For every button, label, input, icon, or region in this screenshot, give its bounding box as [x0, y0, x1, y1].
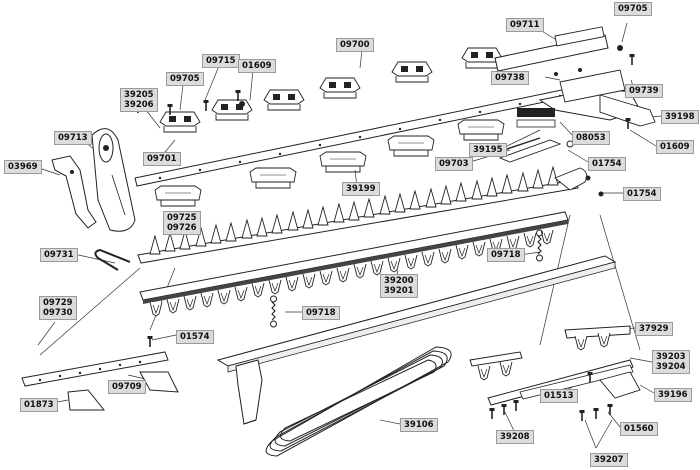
part-label-09731: 09731: [40, 248, 78, 262]
part-label-09729-09730: 09729 09730: [39, 296, 77, 320]
drive-belt: [265, 346, 452, 457]
part-label-01754: 01754: [623, 187, 661, 201]
part-label-09703: 09703: [435, 157, 473, 171]
bottom-left-parts: [21, 335, 179, 411]
support-beam: [216, 255, 617, 425]
part-label-39205-39206: 39205 39206: [120, 88, 158, 112]
part-label-39203-39204: 39203 39204: [652, 350, 690, 374]
part-label-09725-09726: 09725 09726: [163, 211, 201, 235]
part-label-09739: 09739: [625, 84, 663, 98]
part-label-09709: 09709: [108, 380, 146, 394]
part-label-39195: 39195: [469, 143, 507, 157]
hook-rod: [94, 248, 131, 271]
part-label-01513: 01513: [540, 389, 578, 403]
part-label-09718: 09718: [487, 248, 525, 262]
knife-head-pitman: [51, 89, 245, 232]
part-label-39196: 39196: [654, 388, 692, 402]
part-label-09700: 09700: [336, 38, 374, 52]
part-label-08053: 08053: [572, 131, 610, 145]
part-label-01609: 01609: [238, 59, 276, 73]
part-label-09711: 09711: [506, 18, 544, 32]
part-label-39207: 39207: [590, 453, 628, 467]
part-label-01754: 01754: [588, 157, 626, 171]
part-label-39199: 39199: [342, 182, 380, 196]
part-label-39208: 39208: [496, 430, 534, 444]
part-label-39200-39201: 39200 39201: [380, 274, 418, 298]
part-label-09701: 09701: [143, 152, 181, 166]
part-label-09705: 09705: [614, 2, 652, 16]
part-label-01574: 01574: [176, 330, 214, 344]
part-label-01560: 01560: [620, 422, 658, 436]
part-label-09715: 09715: [202, 54, 240, 68]
knife-head-bar: [134, 77, 623, 187]
part-label-03969: 03969: [4, 160, 42, 174]
part-label-37929: 37929: [635, 322, 673, 336]
part-label-01609: 01609: [656, 140, 694, 154]
part-label-09713: 09713: [54, 131, 92, 145]
part-label-01873: 01873: [20, 398, 58, 412]
part-label-09705: 09705: [166, 72, 204, 86]
guard-bar: [137, 166, 604, 264]
part-label-39198: 39198: [661, 110, 699, 124]
part-label-09718: 09718: [302, 306, 340, 320]
part-label-39106: 39106: [400, 418, 438, 432]
cutter-bar-fingers: [139, 211, 569, 317]
bottom-right-parts: [469, 325, 641, 422]
part-label-09738: 09738: [491, 71, 529, 85]
